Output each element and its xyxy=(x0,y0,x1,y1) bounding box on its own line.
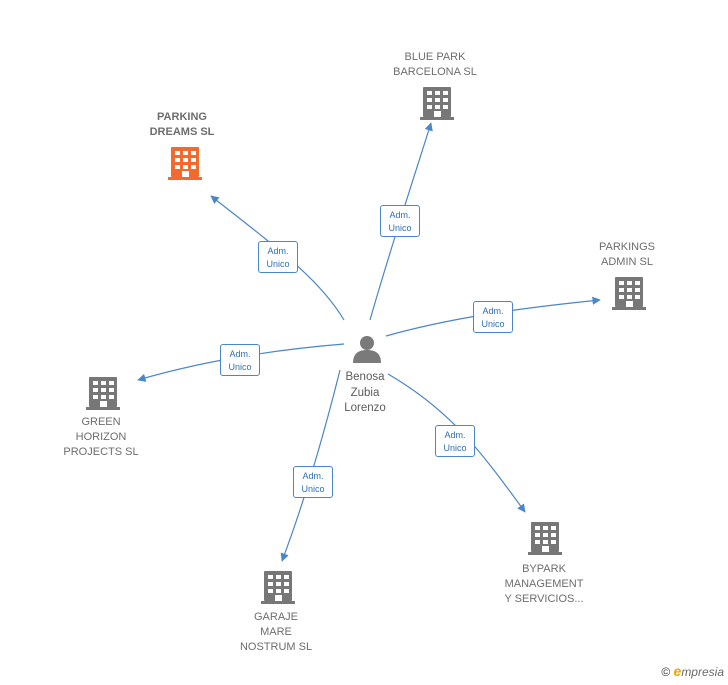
brand-logo: empresia xyxy=(673,663,724,679)
edge-label-blue-park: Adm. Unico xyxy=(380,205,420,237)
edge-garaje-mare xyxy=(280,369,341,562)
building-icon[interactable] xyxy=(86,377,120,410)
edge-label-bypark: Adm. Unico xyxy=(435,425,475,457)
building-icon[interactable] xyxy=(168,147,202,180)
center-person-label[interactable]: Benosa Zubia Lorenzo xyxy=(344,371,386,414)
node-label-green-horizon[interactable]: GREEN HORIZON PROJECTS SL xyxy=(63,416,139,458)
node-label-parking-dreams[interactable]: PARKING DREAMS SL xyxy=(149,111,215,138)
node-label-blue-park[interactable]: BLUE PARK BARCELONA SL xyxy=(393,51,477,78)
edge-label-garaje-mare: Adm. Unico xyxy=(293,466,333,498)
person-icon[interactable] xyxy=(353,336,381,363)
building-icon[interactable] xyxy=(261,571,295,604)
edge-label-parking-dreams: Adm. Unico xyxy=(258,241,298,273)
edge-label-parkings-admin: Adm. Unico xyxy=(473,301,513,333)
edge-label-green-horizon: Adm. Unico xyxy=(220,344,260,376)
credit-mark: © empresia xyxy=(661,663,724,679)
node-label-garaje-mare[interactable]: GARAJE MARE NOSTRUM SL xyxy=(239,611,313,653)
node-label-bypark[interactable]: BYPARK MANAGEMENT Y SERVICIOS... xyxy=(504,563,584,605)
node-label-parkings-admin[interactable]: PARKINGS ADMIN SL xyxy=(598,241,656,268)
building-icon[interactable] xyxy=(528,522,562,555)
building-icon[interactable] xyxy=(612,277,646,310)
building-icon[interactable] xyxy=(420,87,454,120)
copyright-icon: © xyxy=(661,665,671,679)
